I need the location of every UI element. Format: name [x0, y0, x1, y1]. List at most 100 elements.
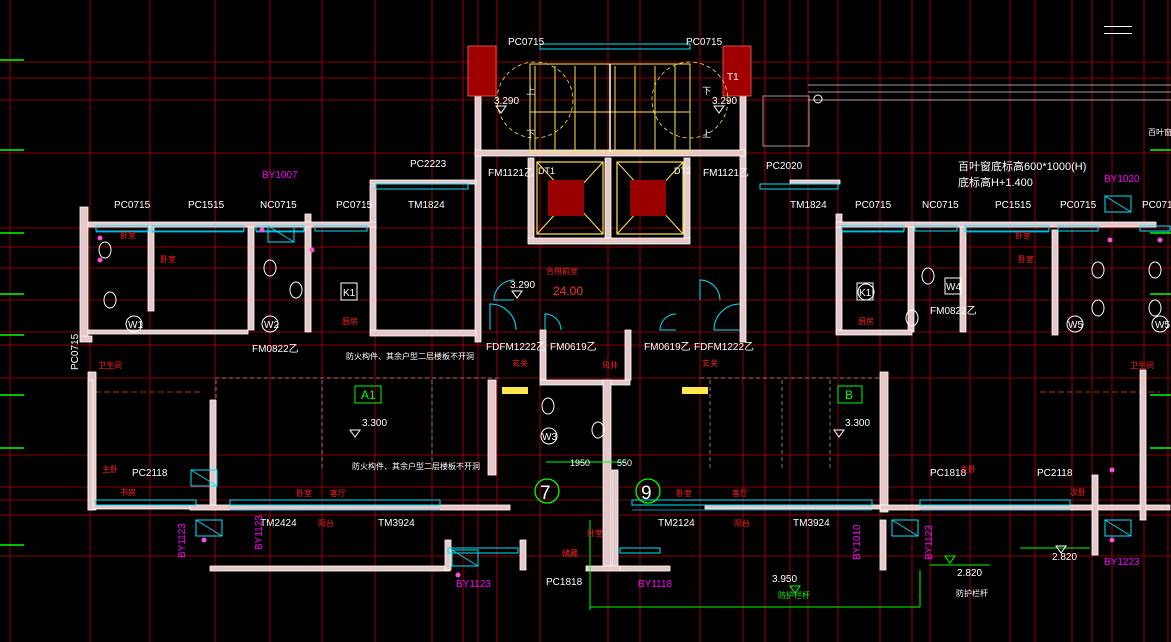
- toilet: [1091, 299, 1105, 317]
- dot: [1109, 467, 1115, 473]
- dot: [1157, 237, 1163, 243]
- room-label: 客厅: [330, 488, 346, 498]
- room-label: 卫生间: [98, 360, 122, 370]
- ac-unit: [1104, 195, 1132, 213]
- window-label: PC0715: [686, 37, 723, 48]
- louver-label: BY1123: [254, 515, 265, 550]
- room-label: 次卧: [1070, 487, 1086, 497]
- wall: [907, 221, 915, 333]
- room-label: 卧室: [160, 254, 176, 264]
- door-label: FM1121乙: [488, 167, 534, 179]
- window: [375, 183, 469, 190]
- toilet: [289, 281, 303, 299]
- room-label: 储藏: [562, 548, 578, 558]
- elevator-shaft: [616, 161, 684, 235]
- wall: [604, 157, 612, 243]
- walls: [79, 45, 1171, 572]
- ac-unit: [451, 549, 479, 567]
- wall: [444, 539, 452, 571]
- dot: [97, 257, 103, 263]
- room-label: 卧室: [1018, 254, 1034, 264]
- room-label: 玄关: [702, 358, 718, 368]
- fixture-circle: [1066, 315, 1084, 333]
- labels: PC0715 PC0715 PC2223 PC2020 PC0715 PC151…: [70, 37, 1171, 600]
- louver-label: BY1118: [638, 579, 673, 590]
- toilet: [1148, 261, 1162, 279]
- toilet: [1148, 299, 1162, 317]
- fixture-label: T1: [727, 72, 739, 83]
- door-label: FM0619乙: [550, 341, 597, 353]
- fixture-label: W5: [1068, 320, 1083, 331]
- wall: [879, 519, 887, 571]
- door-swing: [489, 303, 517, 331]
- window: [914, 225, 958, 232]
- dot: [1109, 537, 1115, 543]
- room-label: 卫生间: [1130, 360, 1154, 370]
- elevator-fill: [548, 180, 584, 216]
- wall: [835, 221, 1157, 228]
- elevation-mark: [511, 290, 523, 299]
- ac-unit: [1104, 519, 1132, 537]
- dimension-text: 550: [617, 458, 632, 468]
- marker: [813, 94, 823, 104]
- dot: [97, 235, 103, 241]
- elevation-label: 3.300: [845, 418, 870, 429]
- room-label: 主卧: [960, 464, 976, 474]
- window: [631, 499, 873, 506]
- room-label: 厨房: [858, 316, 874, 326]
- wall: [619, 565, 671, 572]
- window-label: NC0715: [260, 200, 297, 211]
- elevation-label: 3.950: [772, 574, 797, 585]
- wall: [739, 61, 747, 343]
- wall: [539, 329, 547, 381]
- hamburger-icon[interactable]: [1104, 24, 1132, 38]
- door-label: FDFM1222乙: [486, 341, 546, 353]
- elevation-mark: [349, 429, 361, 438]
- fixture-circle: [1151, 315, 1169, 333]
- fixture-box: [944, 277, 962, 295]
- unit-tag-box: [354, 385, 382, 404]
- wall: [624, 329, 632, 381]
- column: [722, 45, 752, 97]
- unit-tag-box: [837, 385, 863, 404]
- window-label: PC0715: [114, 200, 151, 211]
- louver-label: BY1123: [177, 523, 188, 558]
- room-label: 卧室: [587, 528, 603, 538]
- ac-unit: [190, 469, 218, 487]
- window-label: PC0715: [855, 200, 892, 211]
- windows: [95, 43, 1171, 554]
- door-swing: [493, 279, 515, 301]
- window-label: PC2118: [132, 468, 168, 479]
- door-swing: [496, 61, 574, 139]
- window-label: PC0715: [1060, 200, 1097, 211]
- wall: [474, 61, 482, 343]
- toilet: [103, 291, 117, 309]
- note: 防火构件、其余户型二层楼板不开洞: [346, 351, 474, 361]
- wall: [79, 335, 93, 343]
- unit-tag: A1: [361, 388, 376, 402]
- window: [964, 225, 1050, 232]
- wall: [147, 224, 155, 312]
- elevation-label: 2.820: [957, 568, 982, 579]
- louver-label: BY1123: [924, 525, 935, 560]
- window: [447, 547, 519, 554]
- fixture-label: DT2: [674, 166, 691, 176]
- fixtures: [97, 61, 1171, 610]
- window-label: PC0715: [508, 37, 545, 48]
- door-label: TM3924: [793, 518, 830, 529]
- louver-label: BY1007: [262, 170, 298, 181]
- toilet: [98, 241, 112, 259]
- wall: [879, 504, 1171, 511]
- wall: [789, 179, 841, 185]
- window-label: PC1515: [188, 200, 225, 211]
- room-label: 书房: [120, 487, 136, 497]
- toilet: [591, 421, 605, 439]
- louver-label: BY1223: [1104, 557, 1140, 568]
- wall: [519, 539, 527, 571]
- wall: [835, 329, 913, 336]
- fixture-circle: [125, 315, 143, 333]
- room-label: 防护栏杆: [956, 588, 988, 598]
- wall: [835, 213, 843, 333]
- door-label: TM2124: [658, 518, 695, 529]
